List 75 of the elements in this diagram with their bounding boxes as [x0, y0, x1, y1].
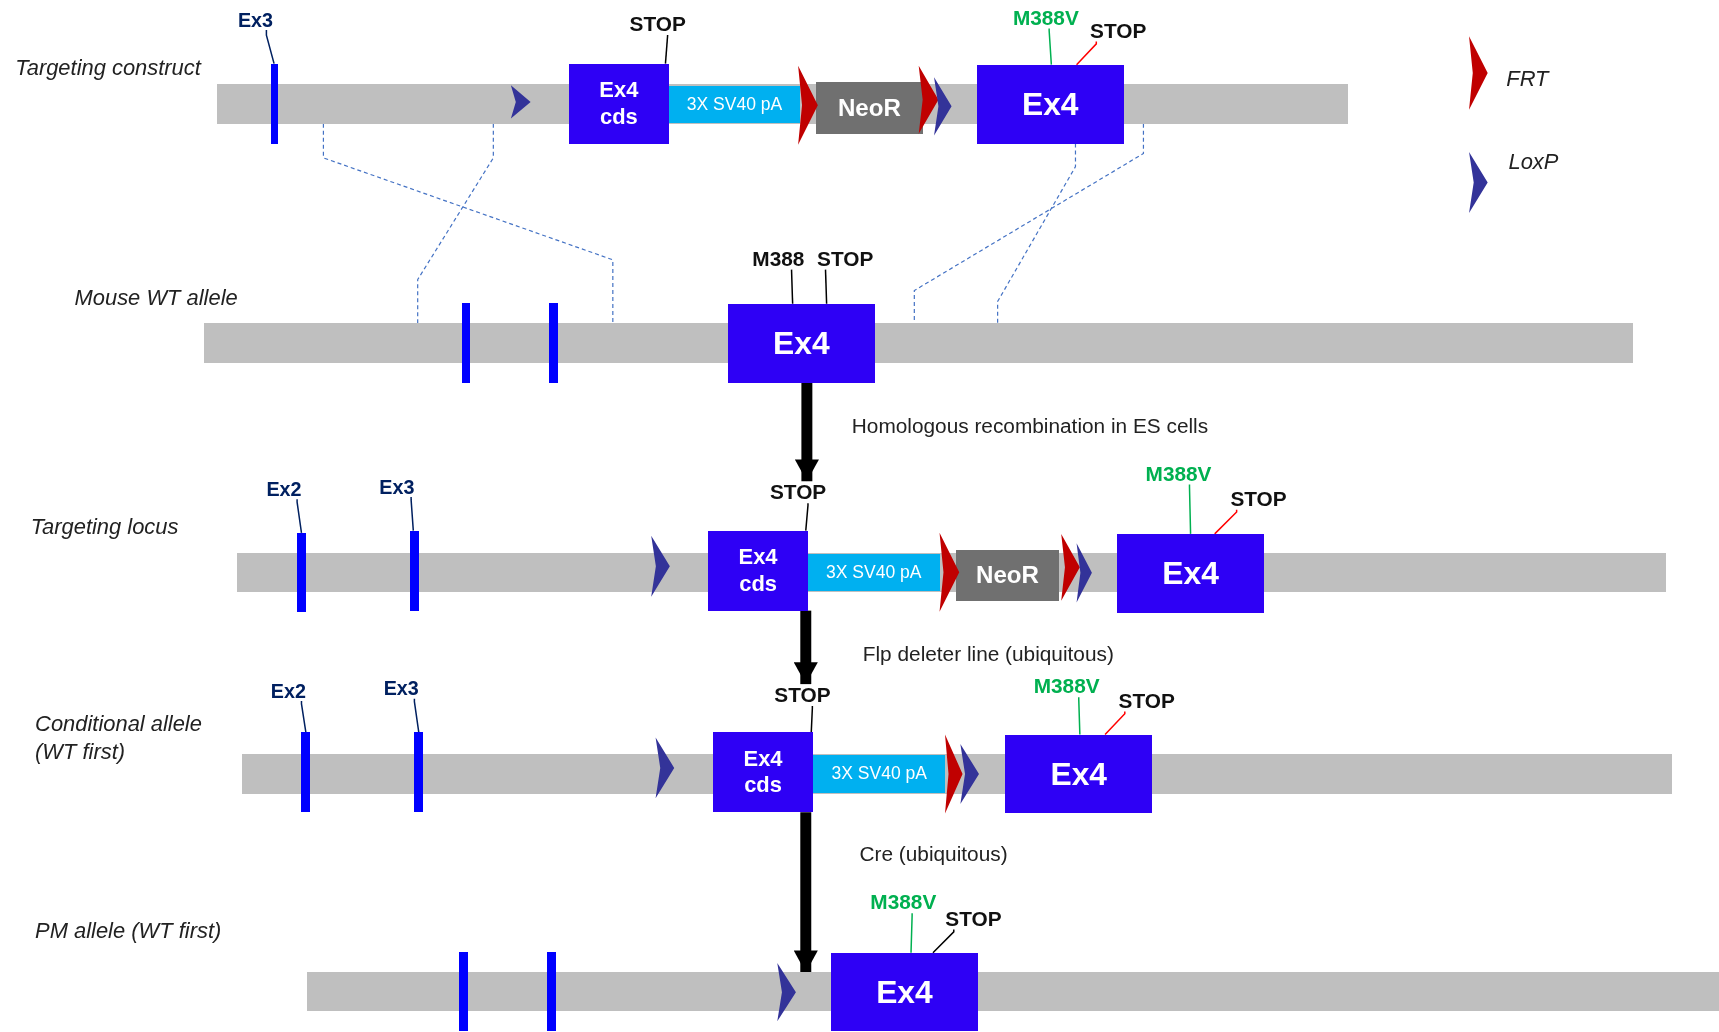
exon-bar [301, 732, 311, 813]
exon-bar [461, 302, 471, 383]
mutation-label: M388V [1145, 462, 1212, 485]
codon-label: STOP [1230, 487, 1287, 510]
row-label: Targeting locus [30, 513, 179, 542]
row-label: Targeting construct [15, 53, 201, 82]
exon-bar [414, 732, 424, 813]
crossover-line [997, 143, 1077, 324]
mutation-label: M388V [1033, 675, 1100, 698]
row-label: Conditional allele (WT first) [35, 709, 203, 766]
leader-line [805, 502, 809, 532]
legend-label: LoxP [1508, 148, 1559, 176]
legend-label: FRT [1506, 64, 1549, 93]
mutation-label: M388V [1012, 6, 1079, 29]
exon-label: Ex3 [383, 678, 419, 699]
exon-bar [270, 63, 279, 144]
exon-label: Ex2 [270, 680, 306, 701]
codon-label: M388 [752, 247, 805, 270]
leader-line [664, 34, 669, 65]
arrow [793, 812, 818, 973]
leader-line [300, 700, 307, 734]
edge-label: Cre (ubiquitous) [859, 841, 1008, 868]
codon-label: STOP [769, 481, 827, 504]
exon-label: Ex3 [237, 9, 273, 31]
polya-box: 3X SV40 pA [807, 553, 940, 591]
leader-line [413, 698, 420, 734]
leader-line [932, 928, 955, 954]
leader-line [1075, 40, 1098, 66]
codon-label: STOP [1090, 19, 1147, 42]
exon-box: Ex4 cds [568, 63, 669, 144]
cassette-box: NeoR [815, 82, 924, 134]
cassette-box: NeoR [955, 550, 1059, 601]
exon-label: Ex3 [379, 476, 415, 498]
leader-line [790, 268, 794, 305]
leader-line [1188, 483, 1192, 535]
chromosome-track [203, 323, 1634, 363]
leader-line [810, 705, 814, 734]
leader-line [296, 498, 303, 534]
exon-box: Ex4 [831, 952, 978, 1031]
exon-box: Ex4 cds [712, 732, 814, 813]
mutation-label: M388V [870, 891, 937, 914]
exon-box: Ex4 [1117, 533, 1264, 613]
row-label: PM allele (WT first) [35, 916, 222, 945]
leader-line [1078, 696, 1081, 736]
codon-label: STOP [817, 247, 874, 270]
edge-label: Homologous recombination in ES cells [851, 413, 1209, 440]
exon-bar [410, 530, 419, 611]
exon-box: Ex4 [1005, 734, 1153, 814]
leader-line [1104, 710, 1126, 736]
codon-label: STOP [1118, 689, 1175, 712]
leader-line [1048, 27, 1053, 66]
exon-label: Ex2 [266, 478, 302, 500]
exon-bar [297, 532, 306, 612]
crossover-line [322, 123, 614, 324]
arrow [794, 382, 819, 482]
codon-label: STOP [774, 684, 831, 706]
crossover-line [417, 123, 494, 324]
leader-line [1213, 509, 1238, 535]
leader-line [265, 29, 275, 65]
exon-box: Ex4 cds [708, 530, 808, 611]
exon-box: Ex4 [976, 64, 1124, 144]
polya-box: 3X SV40 pA [813, 755, 945, 793]
exon-bar [547, 951, 556, 1031]
leader-line [910, 912, 913, 954]
arrow [793, 610, 818, 685]
exon-box: Ex4 [727, 303, 875, 383]
codon-label: STOP [629, 13, 686, 36]
exon-bar [549, 302, 558, 383]
leader-line [824, 268, 828, 305]
edge-label: Flp deleter line (ubiquitous) [862, 641, 1114, 668]
codon-label: STOP [945, 907, 1002, 930]
row-label: Mouse WT allele [74, 283, 238, 312]
leader-line [410, 496, 415, 532]
exon-bar [459, 951, 469, 1031]
polya-box: 3X SV40 pA [668, 85, 801, 123]
